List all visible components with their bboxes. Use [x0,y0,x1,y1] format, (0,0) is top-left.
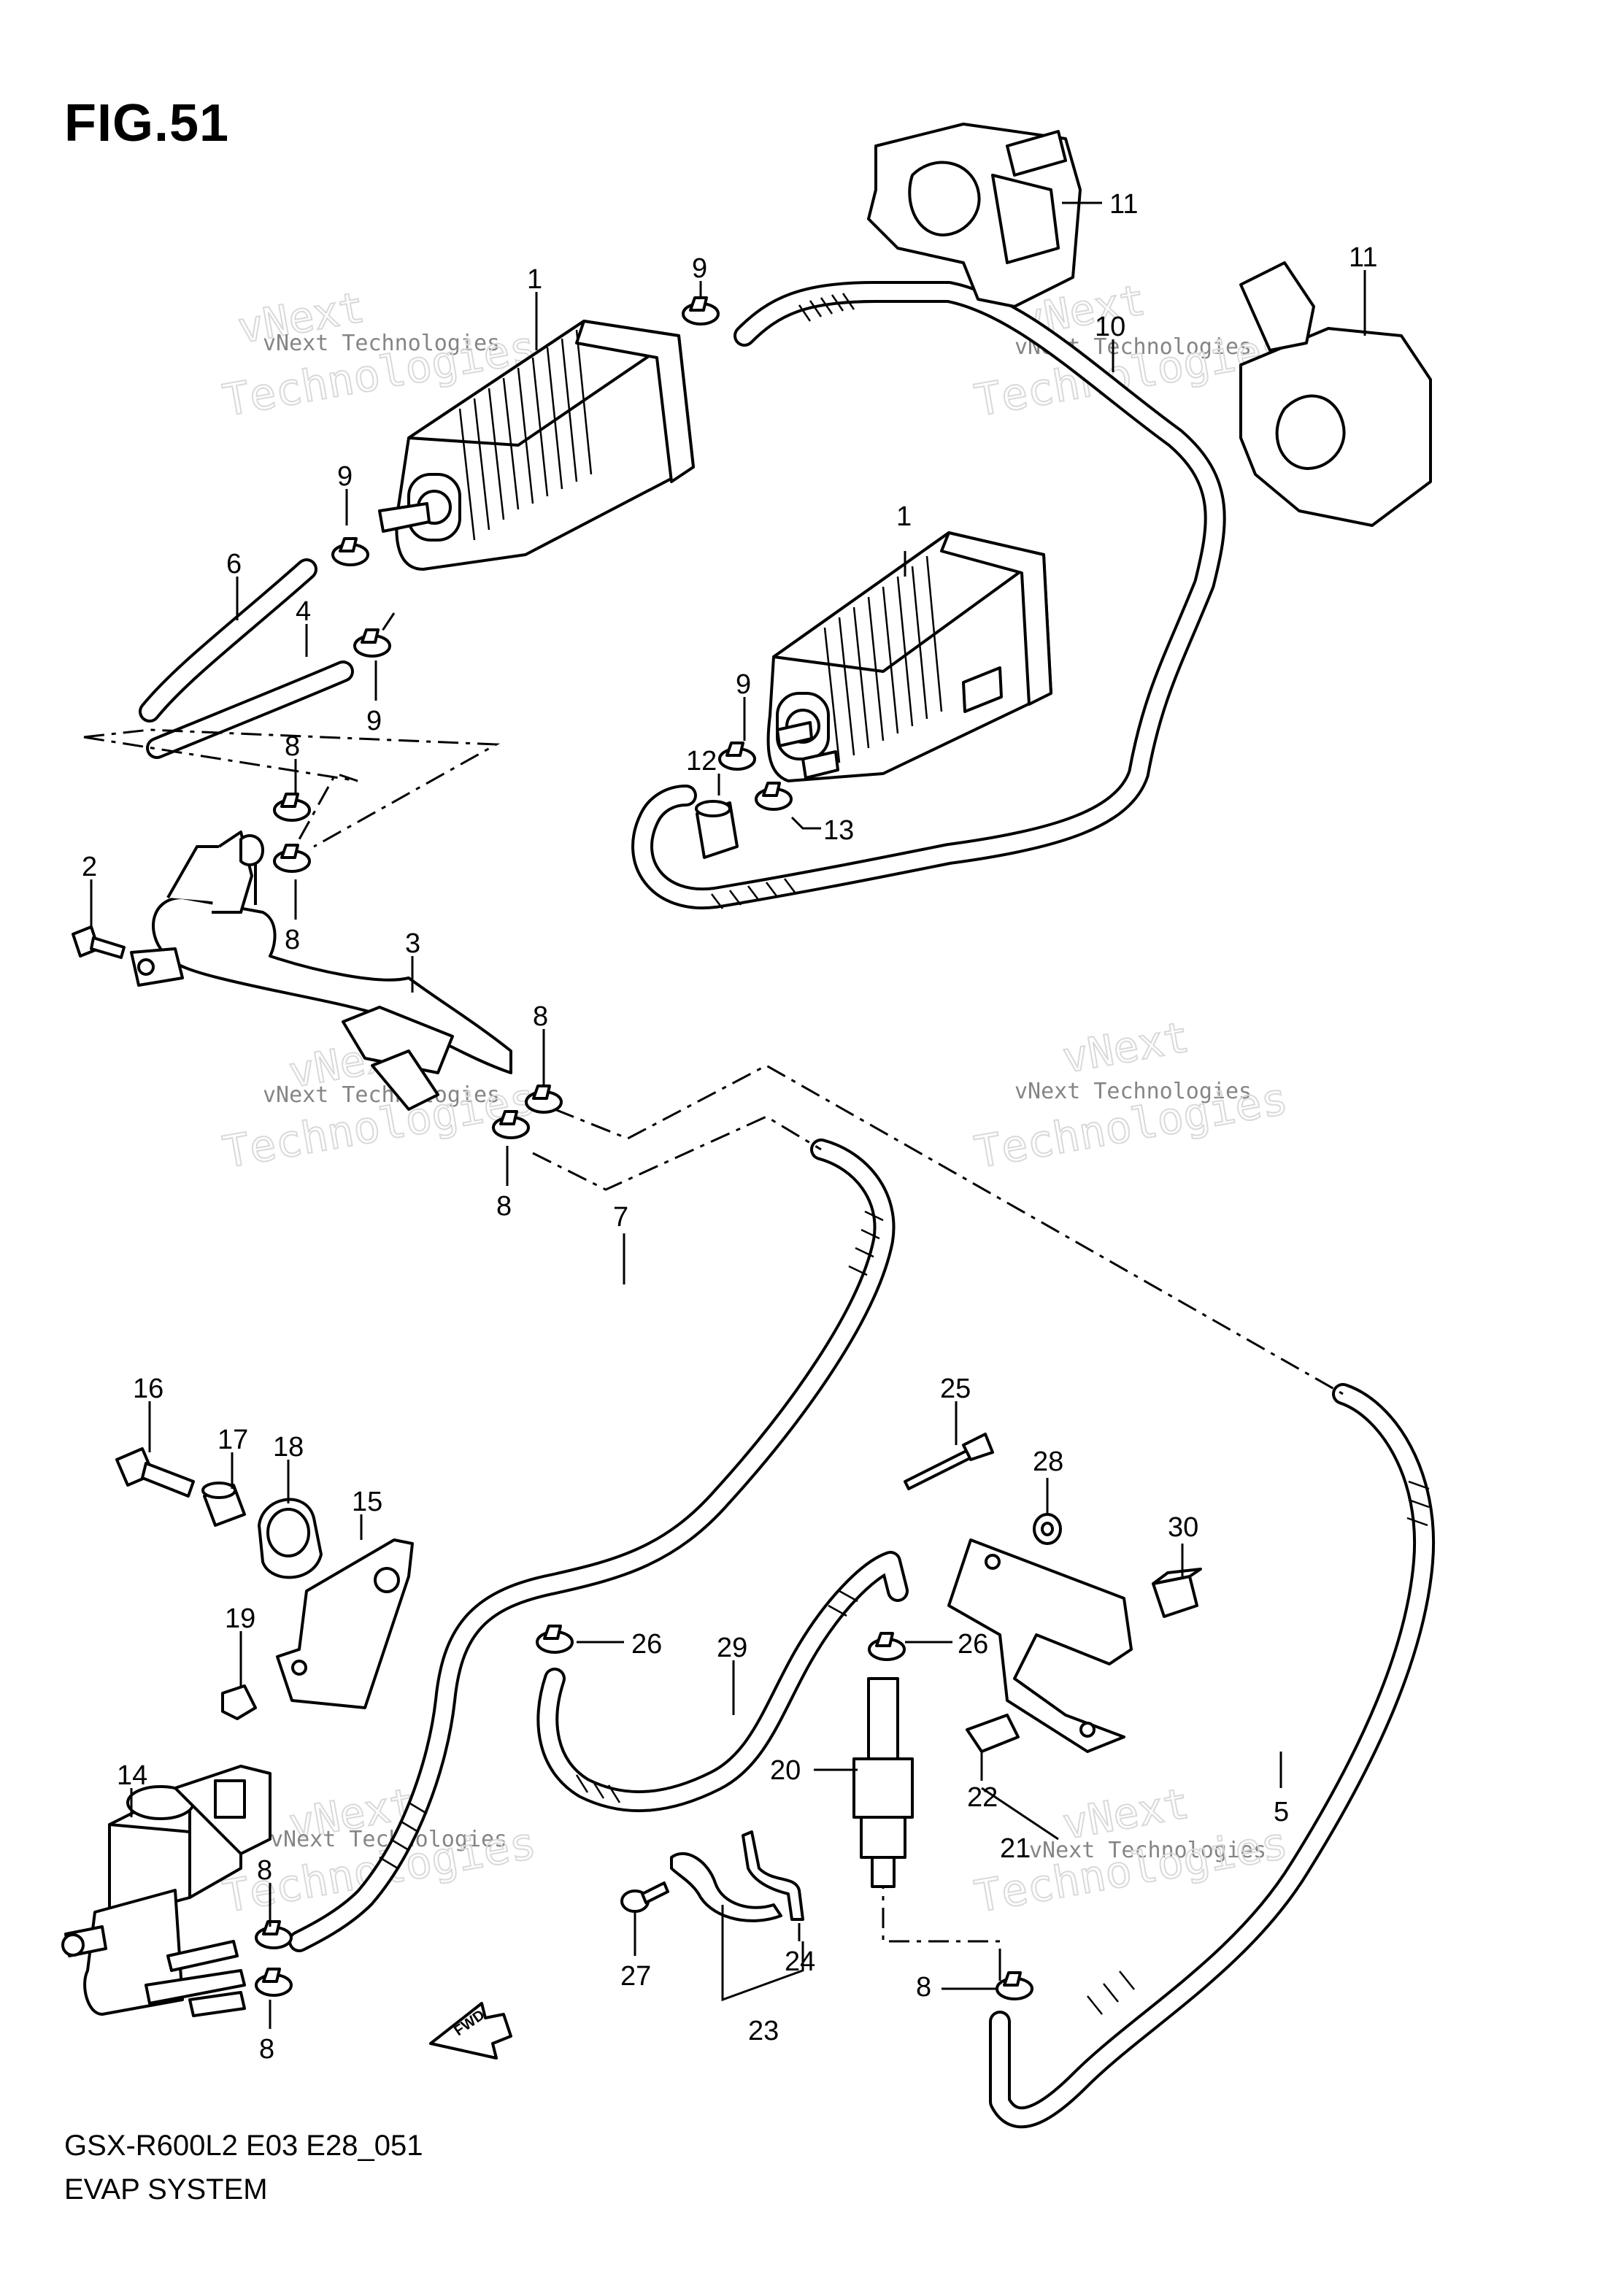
hose-piece-12 [695,800,739,859]
callout-30: 30 [1168,1512,1198,1543]
callout-26-right: 26 [958,1629,988,1660]
callout-8-f: 8 [259,2034,274,2065]
callout-10: 10 [1095,312,1125,342]
mounting-bracket [130,831,512,1111]
callout-4: 4 [296,596,311,627]
figure-title: FIG.51 [64,94,230,153]
callout-8-b: 8 [285,925,300,955]
callout-15: 15 [352,1487,382,1517]
clamp-24 [742,1830,804,1921]
clamp-23 [670,1852,782,1922]
charcoal-canister-upper [378,320,695,571]
hose-7 [288,1139,896,1952]
callout-22: 22 [967,1782,998,1813]
charcoal-canister-lower [766,531,1052,782]
callout-28: 28 [1033,1446,1063,1477]
screw-27 [620,1881,669,1913]
callout-25: 25 [940,1374,971,1404]
bracket-21 [947,1538,1133,1753]
bolt-16 [115,1447,195,1498]
watermark-mid-right: vNext vNext Technologies Technologies [970,1011,1292,1179]
hose-clamp-group [255,296,1033,2000]
callout-8-c: 8 [533,1001,548,1032]
callout-16: 16 [133,1374,163,1404]
model-code: GSX-R600L2 E03 E28_051 [64,2130,423,2162]
leader-lines [90,201,1366,2029]
callout-2: 2 [82,852,97,882]
callout-13: 13 [823,815,854,846]
callout-29: 29 [717,1633,747,1663]
hose-10 [631,281,1226,910]
callout-labels: 1 1 2 3 4 5 6 7 8 8 8 8 8 8 8 9 9 9 9 10… [82,189,1377,2065]
callout-9-d: 9 [736,669,751,700]
canister-bracket-upper [867,123,1082,308]
hose-29 [536,1551,909,1813]
callout-8-d: 8 [496,1191,512,1222]
callout-23: 23 [748,2016,779,2046]
system-name: EVAP SYSTEM [64,2173,268,2206]
callout-26-left: 26 [631,1629,662,1660]
hose-6 [139,558,317,723]
callout-24: 24 [785,1946,815,1977]
svg-text:vNext Technologies: vNext Technologies [1014,1079,1252,1104]
purge-control-solenoid-valve [61,1765,272,2017]
callout-9-c: 9 [366,706,382,736]
callout-21: 21 [1000,1833,1031,1864]
svg-text:vNext Technologies: vNext Technologies [263,331,500,356]
callout-3: 3 [405,928,420,959]
callout-6: 6 [226,549,242,579]
callout-20: 20 [770,1755,801,1786]
rivet-25 [904,1433,994,1490]
nut-19 [221,1684,257,1720]
clip-22 [966,1714,1020,1753]
hose-4 [146,660,354,759]
svg-text:vNext Technologies: vNext Technologies [1029,1838,1266,1863]
callout-8-g: 8 [916,1972,931,2003]
svg-text:vNext: vNext [1059,1012,1193,1082]
callout-1-upper: 1 [527,264,542,295]
cushion-30 [1152,1568,1202,1618]
callout-11-upper: 11 [1109,189,1138,220]
callout-9-a: 9 [692,253,707,284]
grommet-18 [258,1498,323,1579]
collar-17 [201,1482,246,1527]
forward-direction-arrow: FWD [429,2002,512,2060]
callout-7: 7 [613,1202,628,1233]
canister-bracket-right [1239,261,1432,527]
callout-5: 5 [1274,1797,1289,1827]
bracket-15 [276,1538,414,1709]
hose-5 [989,1383,1436,2129]
callout-18: 18 [273,1432,304,1463]
callout-1-lower: 1 [896,501,912,532]
callout-27: 27 [620,1961,651,1992]
callout-8-e: 8 [257,1855,272,1886]
washer-28 [1033,1513,1062,1545]
callout-19: 19 [225,1603,255,1634]
svg-text:vNext Technologies: vNext Technologies [263,1082,500,1108]
callout-11-right: 11 [1349,242,1377,273]
callout-8-a: 8 [285,731,300,762]
callout-9-b: 9 [337,461,353,492]
callout-12: 12 [686,746,717,777]
callout-17: 17 [217,1425,248,1455]
bolt-2 [72,925,126,959]
callout-14: 14 [117,1760,147,1791]
filter-20 [852,1677,914,1888]
